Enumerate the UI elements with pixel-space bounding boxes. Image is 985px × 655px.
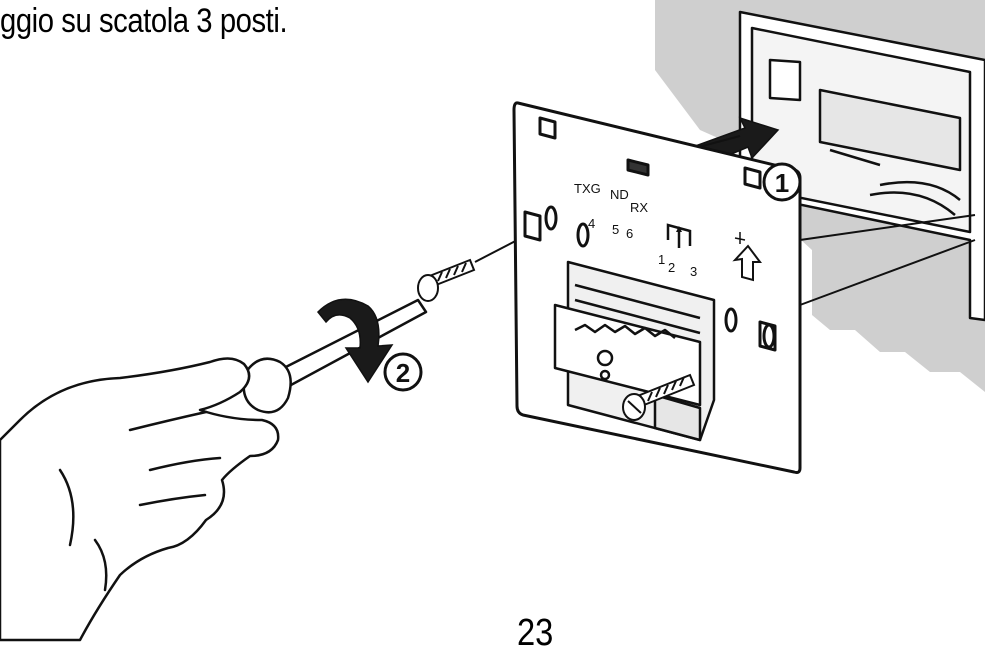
label-2: 2: [668, 260, 675, 275]
label-5: 5: [612, 222, 619, 237]
screw-right: [622, 373, 696, 421]
label-rx: RX: [630, 200, 648, 215]
step-number-1: 1: [775, 168, 789, 198]
wall-box: [738, 10, 985, 322]
up-arrow-symbol: [732, 244, 762, 282]
instruction-caption: ggio su scatola 3 posti.: [0, 2, 288, 40]
label-3: 3: [690, 264, 697, 279]
step-number-2: 2: [396, 358, 410, 388]
label-1: 1: [658, 252, 665, 267]
hand: [0, 357, 280, 642]
step-badge-1: 1: [762, 162, 802, 202]
screw-left: [417, 258, 476, 302]
label-6: 6: [626, 226, 633, 241]
label-4: 4: [588, 216, 595, 231]
terminal-block: [553, 260, 716, 442]
step-badge-2: 2: [383, 352, 423, 392]
label-nd: ND: [610, 187, 629, 202]
label-txg: TXG: [574, 181, 601, 196]
rotate-arrow: [316, 298, 394, 384]
plate-labels: TXG ND RX 4 5 6 1 2 3: [574, 181, 697, 279]
page-number: 23: [517, 612, 554, 654]
antenna-symbol: [734, 232, 746, 244]
